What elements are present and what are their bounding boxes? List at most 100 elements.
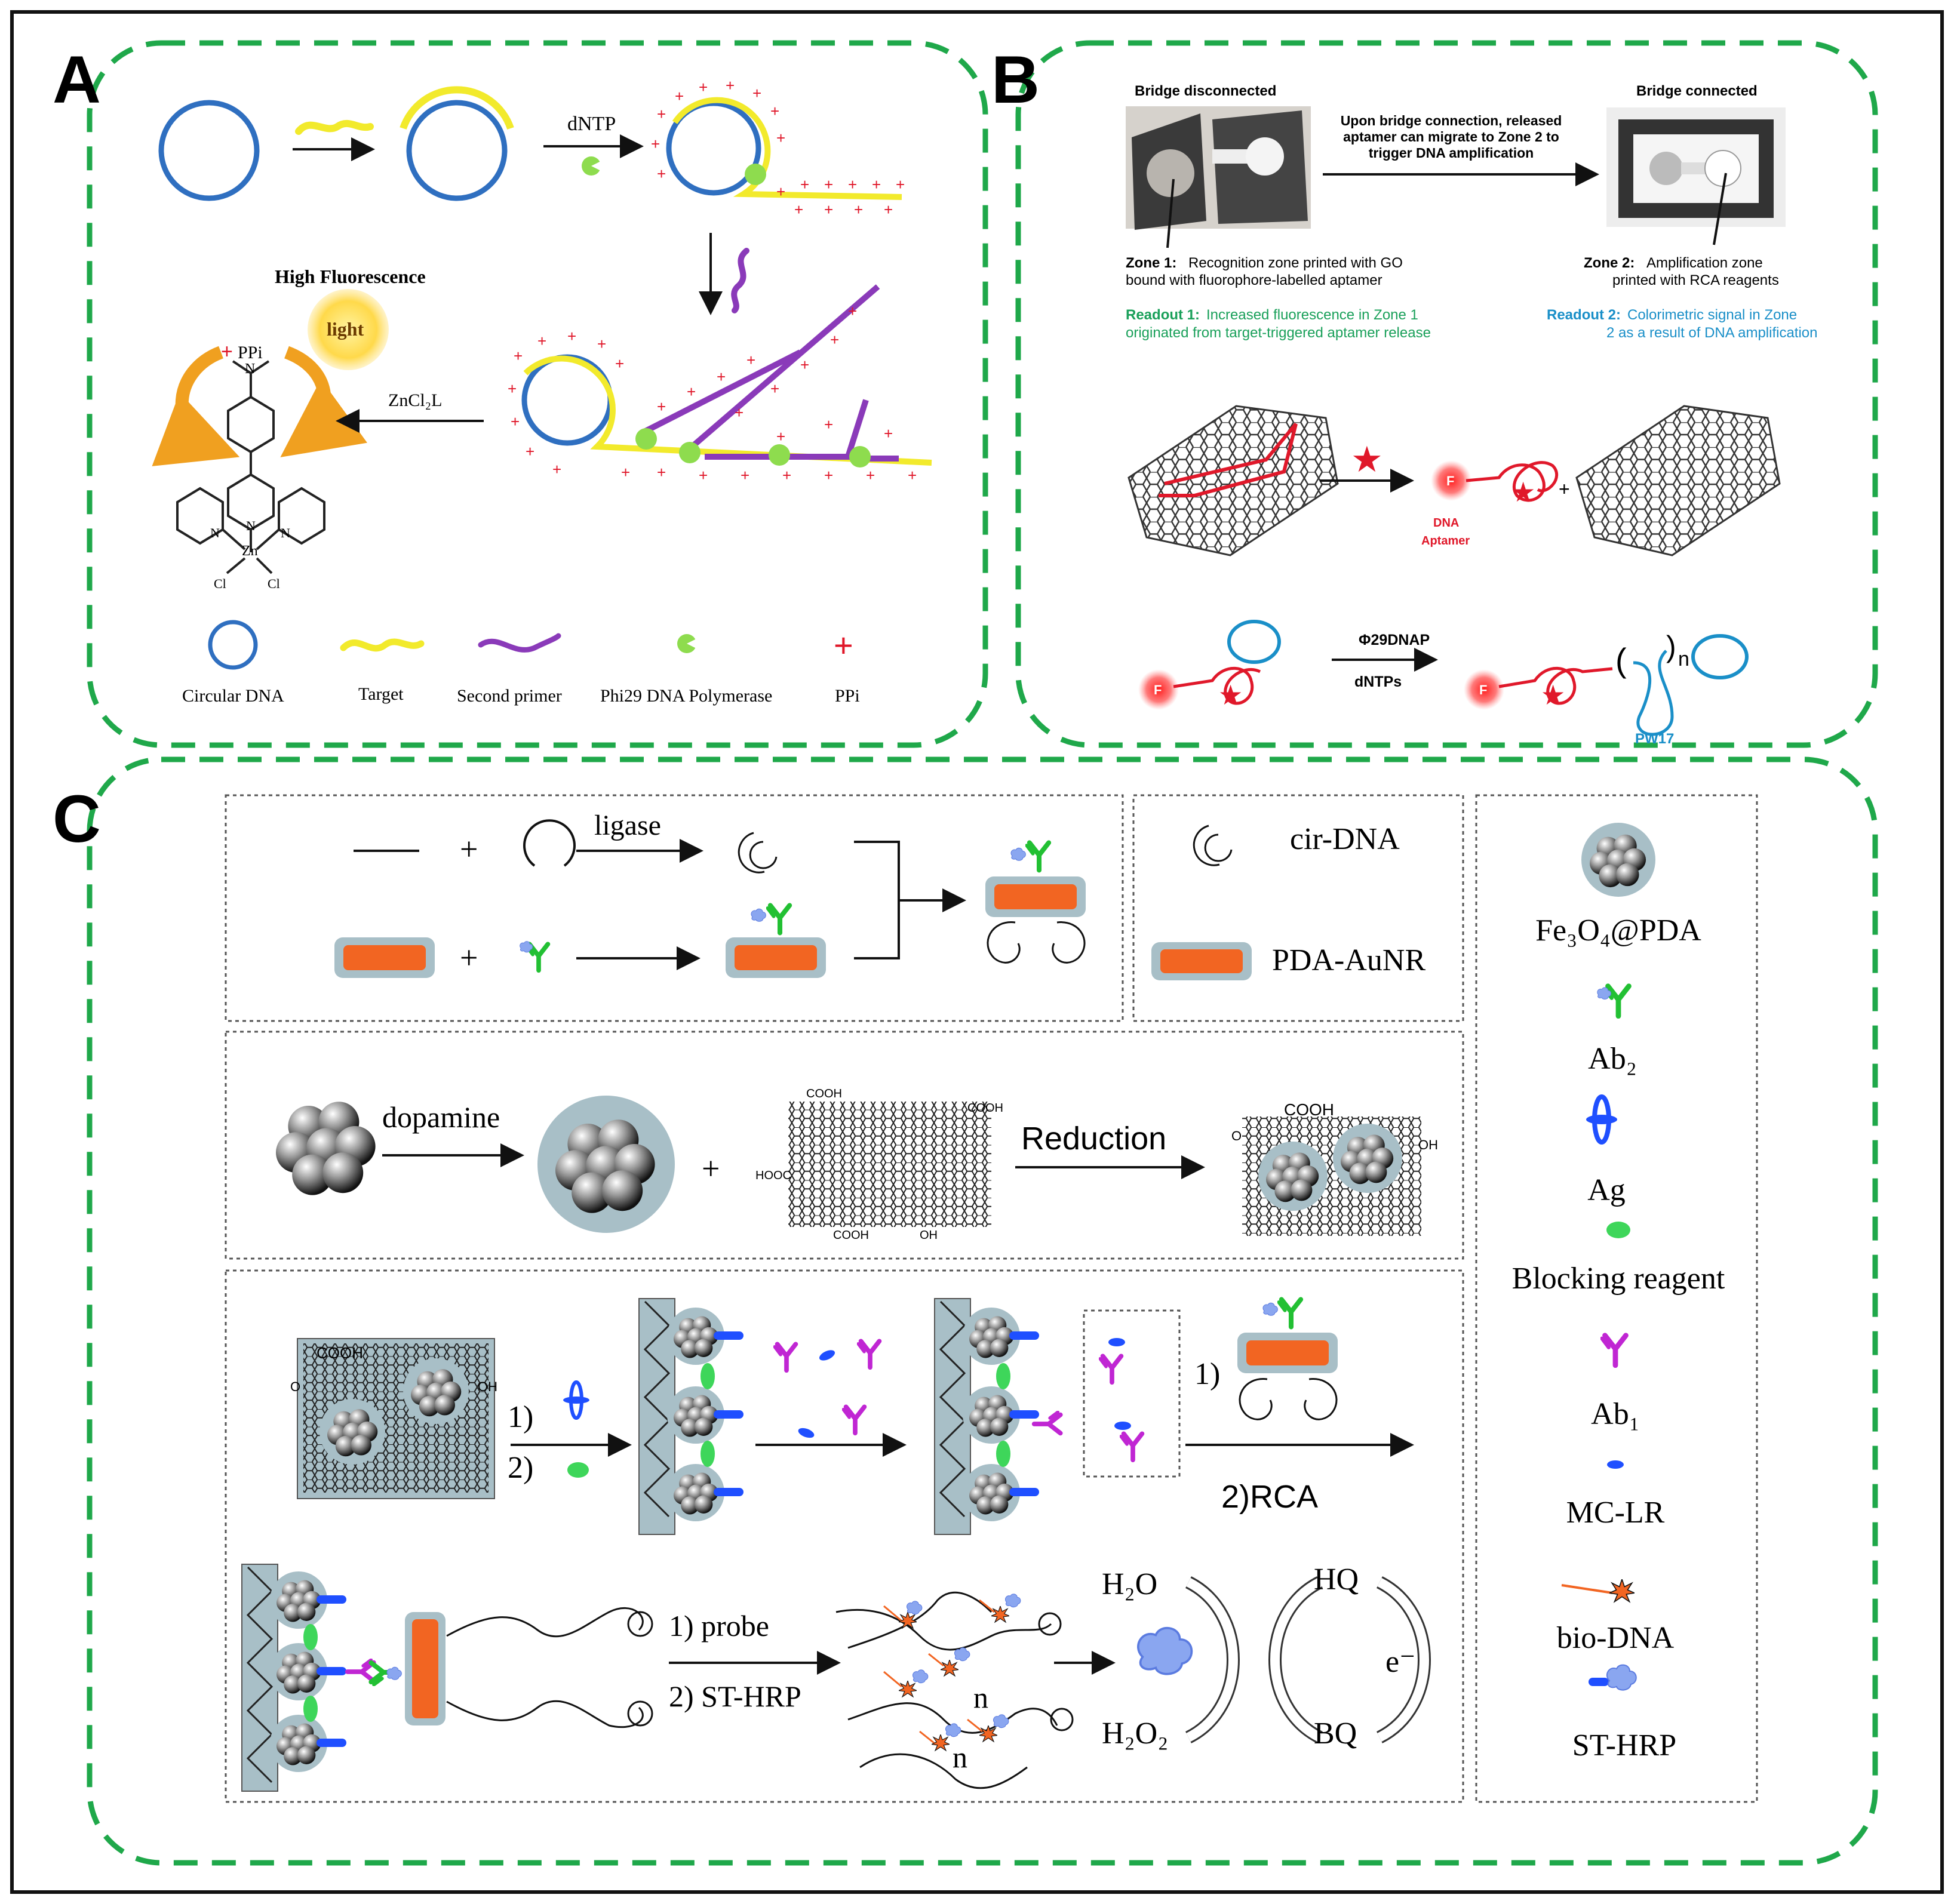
electron-label: e⁻ — [1385, 1645, 1416, 1679]
rgo-oh: OH — [1418, 1137, 1438, 1152]
aptamer-star-3: ★ — [1541, 679, 1565, 711]
cir-dna-legend-icon — [1193, 825, 1233, 866]
dna-aptamer-line-2: Aptamer — [1421, 534, 1470, 547]
svg-text:+: + — [735, 404, 743, 422]
legend-ppi-icon: + — [834, 626, 853, 664]
legend-label-blocking: Blocking reagent — [1512, 1262, 1725, 1296]
legend-label-st-hrp: ST-HRP — [1572, 1728, 1676, 1762]
bq-label: BQ — [1314, 1717, 1357, 1751]
svg-text:+: + — [537, 332, 546, 350]
dashed-ab1-mclr-box — [1083, 1309, 1181, 1478]
aptamer-strand-1 — [1466, 461, 1559, 502]
rca-complex-1 — [666, 97, 902, 200]
box-c-legend — [1475, 794, 1758, 1803]
box-c3 — [225, 1031, 1464, 1260]
svg-text:+: + — [872, 176, 881, 193]
light-glow — [308, 289, 389, 370]
cir-dna-label: cir-DNA — [1290, 822, 1400, 856]
rca-label: 2)RCA — [1221, 1479, 1318, 1515]
svg-text:+: + — [621, 463, 630, 481]
svg-text:+: + — [699, 466, 708, 484]
svg-text:+: + — [567, 327, 576, 345]
arrow-text-line-3: trigger DNA amplification — [1369, 145, 1534, 161]
light-label: light — [327, 318, 364, 340]
go-sheet — [788, 1102, 991, 1227]
svg-text:+: + — [746, 351, 755, 369]
panel-a: A dNTP ++++ ++++ ++++ ++++ +++ High Fluo… — [53, 40, 988, 748]
circle-template-b2 — [1691, 634, 1749, 679]
zinc-complex-structure — [176, 360, 325, 574]
svg-text:+: + — [848, 302, 857, 320]
svg-text:+: + — [854, 201, 863, 219]
readout1-title: Readout 1: — [1126, 307, 1200, 323]
legend-blocking-icon — [1606, 1222, 1630, 1238]
svg-text:+: + — [657, 398, 666, 416]
atom-cl-2: Cl — [268, 576, 280, 591]
svg-text:+: + — [824, 466, 833, 484]
fluorophore-f-2: F — [1154, 682, 1162, 697]
atom-n-1: N — [210, 525, 220, 540]
electrode-o-left: O — [290, 1379, 300, 1394]
mclr-in-box-2 — [1114, 1422, 1131, 1430]
legend-ag-icon — [1586, 1094, 1617, 1145]
svg-text:+: + — [896, 176, 905, 193]
free-ab1-and-mclr — [775, 1341, 879, 1438]
photo-disconnected — [1126, 106, 1311, 248]
st-hrp-step-label: 2) ST-HRP — [669, 1680, 801, 1713]
legend-label-second-primer: Second primer — [457, 686, 562, 706]
circular-dna-1 — [158, 100, 260, 201]
orange-cycle-right — [280, 346, 367, 457]
dntp-label: dNTP — [567, 113, 616, 135]
ag-icon-step — [563, 1380, 589, 1420]
legend-circular-dna-icon — [208, 620, 258, 670]
open-circle-dna — [523, 819, 576, 867]
atom-zn: Zn — [242, 543, 258, 559]
redox-arc-left-inner — [1186, 1577, 1238, 1742]
fluorophore-f-1: F — [1446, 473, 1454, 488]
electrode-sandwich — [241, 1564, 653, 1792]
svg-text:+: + — [514, 347, 523, 365]
redox-arc-mid-inner — [1270, 1577, 1322, 1742]
svg-text:+: + — [824, 201, 833, 219]
electrode-ag-blocked — [638, 1298, 743, 1535]
panel-b-letter: B — [991, 42, 1040, 117]
pw17-label: PW17 — [1635, 731, 1674, 747]
arrow-text-line-1: Upon bridge connection, released — [1341, 113, 1562, 128]
legend-second-primer-icon — [478, 633, 561, 653]
legend-label-polymerase: Phi29 DNA Polymerase — [600, 686, 772, 706]
dna-aptamer-line-1: DNA — [1433, 516, 1459, 530]
probe-assembly — [985, 842, 1086, 964]
svg-text:+: + — [800, 176, 809, 193]
readout1-line-1: Increased fluorescence in Zone 1 — [1206, 307, 1418, 323]
readout2-line-2: 2 as a result of DNA amplification — [1606, 325, 1818, 341]
aptamer-strand-3 — [1498, 666, 1613, 705]
panel-a-letter: A — [53, 42, 101, 117]
zone1-title: Zone 1: — [1126, 255, 1176, 271]
plus-c3: + — [702, 1151, 720, 1186]
svg-text:+: + — [884, 201, 893, 219]
target-star-b: ★ — [1351, 439, 1383, 481]
fluorophore-glow-1 — [1431, 460, 1471, 501]
circle-template-b1 — [1227, 620, 1281, 664]
atom-n-3: N — [281, 525, 290, 540]
legend-label-ab1: Ab₁ — [1591, 1397, 1640, 1431]
panel-b: B Bridge disconnected Bridge connected U… — [991, 40, 1878, 748]
svg-text:+: + — [675, 87, 684, 105]
graphene-sheet-left — [1127, 405, 1339, 556]
bridge-connected-label: Bridge connected — [1636, 83, 1758, 99]
blocking-icon-step — [567, 1462, 589, 1478]
polymerase-icon — [582, 156, 601, 176]
svg-text:+: + — [508, 380, 517, 398]
svg-text:+: + — [552, 460, 561, 478]
ligase-label: ligase — [594, 810, 661, 841]
rgo-cooh: COOH — [1284, 1100, 1334, 1119]
panel-c: C + ligase + — [53, 756, 1878, 1866]
repeat-n-upper: n — [973, 1681, 988, 1714]
arrow-text-line-2: aptamer can migrate to Zone 2 to — [1343, 129, 1559, 144]
legend-label-ab2: Ab₂ — [1588, 1042, 1637, 1076]
pda-aunr-legend-core — [1160, 949, 1243, 973]
zone2-title: Zone 2: — [1584, 255, 1635, 271]
svg-text:+: + — [908, 466, 917, 484]
svg-text:+: + — [824, 176, 833, 193]
svg-text:+: + — [657, 105, 666, 123]
